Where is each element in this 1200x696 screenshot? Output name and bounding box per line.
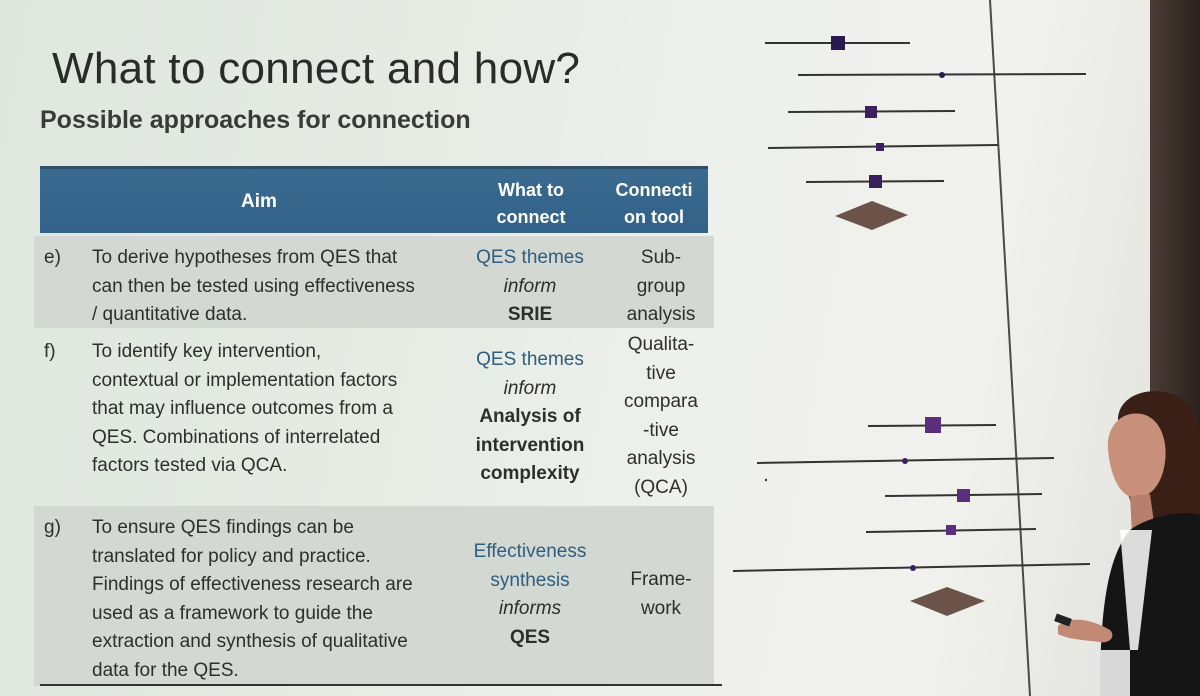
what-line: inform — [503, 377, 557, 399]
row-letter: f) — [44, 341, 56, 362]
aim-line: factors tested via QCA. — [92, 455, 288, 476]
header-connection-tool: Connecti on tool — [600, 177, 708, 231]
lanyard — [1120, 530, 1152, 650]
row-what-to-connect: QES themes inform Analysis of interventi… — [464, 346, 596, 489]
forest-plot-diamond-icon — [835, 201, 908, 230]
header-what-to-connect: What to connect — [478, 177, 584, 231]
tool-line: work — [640, 597, 682, 619]
tool-line: Qualita- — [627, 334, 695, 355]
forest-plot-square-icon — [939, 72, 945, 78]
forest-plot-row-9 — [865, 525, 1037, 535]
what-line: inform — [503, 275, 557, 297]
row-aim: To identify key intervention, contextual… — [92, 338, 492, 481]
forest-plot-row-2 — [797, 72, 1087, 78]
tool-line: Sub- — [640, 247, 682, 268]
forest-plot-square-icon — [946, 525, 956, 535]
row-what-to-connect: Effectiveness synthesis informs QES — [464, 538, 596, 652]
tool-line: compara — [624, 391, 698, 412]
aim-line: QES. Combinations of interrelated — [92, 426, 381, 448]
row-aim: To derive hypotheses from QES that can t… — [92, 244, 492, 330]
aim-line: translated for policy and practice. — [92, 545, 371, 567]
tool-line: analysis — [626, 448, 696, 469]
slide-subtitle: Possible approaches for connection — [40, 106, 471, 134]
header-tool-line: Connecti — [615, 180, 693, 200]
tool-line: Frame- — [630, 569, 692, 590]
aim-line: To ensure QES findings can be — [92, 517, 354, 538]
what-line: QES themes — [476, 349, 584, 370]
forest-plot-square-icon — [902, 458, 908, 464]
aim-line: / quantitative data. — [92, 304, 248, 325]
forest-plot-row-4 — [767, 143, 999, 151]
table-row: e) To derive hypotheses from QES that ca… — [34, 236, 714, 328]
name-badge — [1100, 650, 1130, 696]
header-what-line: What to — [498, 180, 564, 200]
aim-line: To identify key intervention, — [92, 341, 322, 362]
tool-line: group — [636, 275, 686, 297]
aim-line: used as a framework to guide the — [92, 602, 373, 624]
row-what-to-connect: QES themes inform SRIE — [464, 244, 596, 330]
row-letter: g) — [44, 517, 61, 538]
aim-line: extraction and synthesis of qualitative — [92, 631, 408, 652]
forest-plot-square-icon — [831, 36, 845, 50]
what-line: synthesis — [490, 569, 570, 591]
forest-plot-null-line — [989, 0, 1031, 696]
clicker-remote — [1054, 613, 1072, 627]
forest-plot-row-7 — [756, 457, 1055, 464]
forest-plot-row-6 — [867, 417, 997, 433]
what-line: SRIE — [507, 304, 553, 325]
what-line: Effectiveness — [473, 541, 587, 562]
table-bottom-rule — [40, 684, 722, 686]
forest-plot-square-icon — [876, 143, 884, 151]
forest-plot-row-8 — [884, 489, 1043, 502]
table-row: g) To ensure QES findings can be transla… — [34, 506, 714, 686]
forest-plot-square-icon — [925, 417, 941, 433]
what-line: complexity — [480, 463, 580, 484]
header-what-line: connect — [496, 207, 566, 227]
forest-plot-square-icon — [910, 565, 916, 571]
what-line: informs — [498, 598, 562, 619]
forest-plot-square-icon — [865, 106, 877, 118]
row-aim: To ensure QES findings can be translated… — [92, 514, 492, 685]
table-header: Aim What to connect Connecti on tool — [40, 169, 708, 233]
table-top-rule — [40, 166, 708, 169]
speaker-face — [1107, 413, 1166, 498]
aim-line: To derive hypotheses from QES that — [92, 247, 398, 268]
aim-line: that may influence outcomes from a — [92, 398, 393, 419]
tool-line: (QCA) — [634, 476, 688, 498]
table-row: f) To identify key intervention, context… — [34, 330, 714, 502]
row-connection-tool: Frame- work — [606, 566, 716, 623]
row-connection-tool: Qualita- tive compara -tive analysis (QC… — [606, 331, 716, 502]
aim-line: contextual or implementation factors — [92, 369, 398, 391]
row-letter: e) — [44, 247, 61, 268]
tool-line: analysis — [626, 304, 696, 325]
speaker-hand — [1058, 619, 1113, 643]
what-line: QES — [509, 626, 551, 648]
forest-plot-row-3 — [787, 106, 956, 118]
forest-plot-square-icon — [957, 489, 970, 502]
tool-line: tive — [646, 362, 676, 384]
row-connection-tool: Sub- group analysis — [606, 244, 716, 330]
forest-plot-row-10 — [732, 563, 1091, 572]
what-line: QES themes — [476, 247, 584, 268]
forest-plot-row-1 — [765, 36, 910, 50]
tool-line: -tive — [643, 419, 679, 441]
forest-plot-diamond-icon — [910, 587, 985, 616]
header-tool-line: on tool — [624, 207, 684, 227]
forest-plot-row-5 — [805, 175, 945, 188]
aim-line: can then be tested using effectiveness — [92, 275, 415, 297]
aim-line: Findings of effectiveness research are — [92, 574, 413, 595]
aim-line: data for the QES. — [92, 659, 239, 681]
what-line: Analysis of — [479, 406, 581, 427]
forest-plot-square-icon — [869, 175, 882, 188]
slide-title: What to connect and how? — [52, 44, 581, 93]
header-aim: Aim — [241, 191, 277, 212]
what-line: intervention — [475, 434, 585, 456]
